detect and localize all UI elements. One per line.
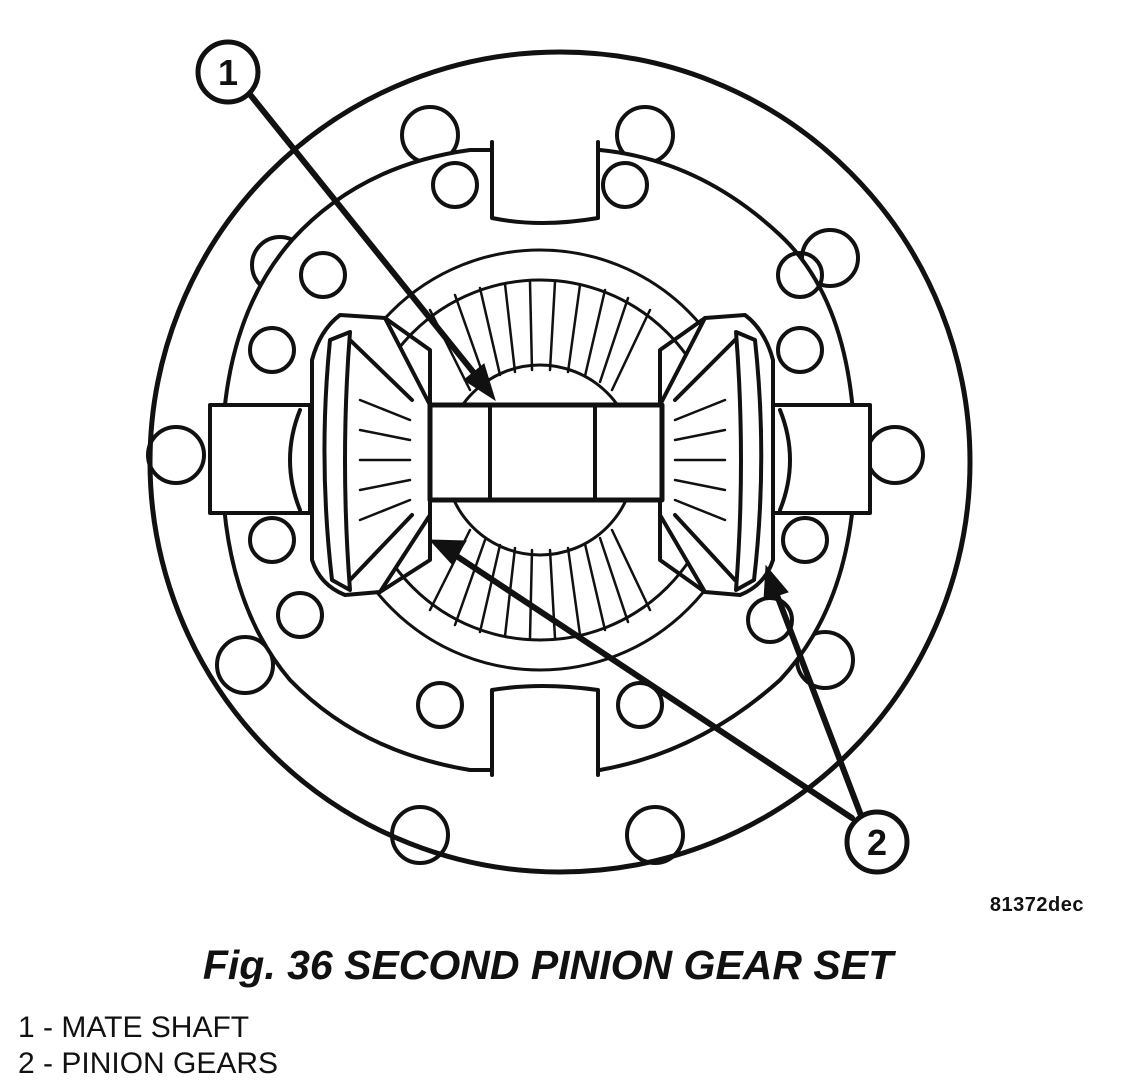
leader-line-2b [772, 587, 865, 821]
figure-caption: Fig. 36 SECOND PINION GEAR SET [202, 942, 894, 988]
arrowhead-2b [763, 564, 789, 601]
left-pinion-gear [310, 313, 432, 597]
svg-text:1: 1 [218, 52, 238, 93]
arrowhead-1 [463, 363, 496, 402]
callout-2: 2 [844, 809, 910, 875]
differential-diagram: 1 2 [146, 39, 973, 875]
leader-lines [245, 89, 865, 821]
mate-shaft [427, 402, 665, 503]
svg-text:2: 2 [867, 822, 887, 863]
leader-line-2a [449, 550, 855, 821]
bottom-lug [490, 684, 600, 777]
legend: 1 - MATE SHAFT 2 - PINION GEARS [18, 1010, 278, 1082]
arrowhead-2a [428, 539, 467, 565]
figure-code: 81372dec [989, 894, 1084, 916]
legend-item-mate-shaft: 1 - MATE SHAFT [18, 1011, 250, 1044]
top-lug [490, 140, 600, 225]
callout-1: 1 [195, 39, 261, 105]
right-pinion-gear [658, 313, 775, 597]
leader-line-1 [245, 89, 481, 381]
legend-item-pinion-gears: 2 - PINION GEARS [18, 1047, 279, 1080]
